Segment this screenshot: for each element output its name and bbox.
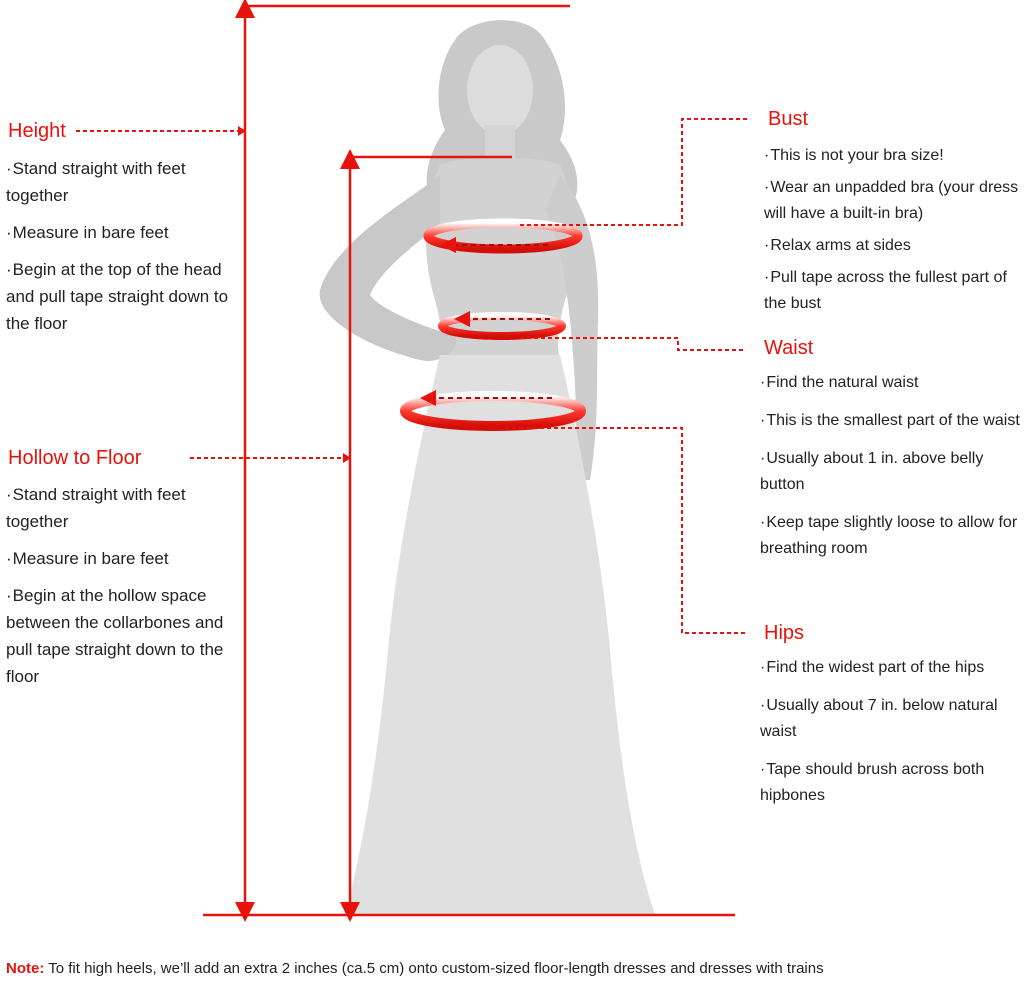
hollow-pointer: [343, 453, 351, 463]
list-item: ·Begin at the hollow space between the c…: [6, 586, 224, 686]
list-item: ·Begin at the top of the head and pull t…: [6, 260, 229, 333]
height-measure-line: [235, 0, 570, 922]
list-item: ·Usually about 7 in. below natural waist: [760, 697, 998, 740]
height-pointer: [238, 126, 246, 136]
height-heading: Height: [8, 120, 66, 142]
list-item: ·Measure in bare feet: [6, 549, 169, 568]
hips-heading: Hips: [764, 622, 805, 644]
hollow-tips: ·Stand straight with feet together ·Meas…: [6, 481, 251, 700]
list-item: ·Relax arms at sides: [764, 237, 911, 254]
hips-band: [400, 391, 586, 431]
tape-bands: [400, 218, 586, 431]
bust-heading: Bust: [768, 108, 809, 130]
list-item: ·This is the smallest part of the waist: [760, 412, 1020, 429]
list-item: ·Stand straight with feet together: [6, 485, 186, 531]
footer-note: Note: To fit high heels, we’ll add an ex…: [6, 960, 1032, 977]
list-item: ·Tape should brush across both hipbones: [760, 761, 985, 804]
waist-tips: ·Find the natural waist ·This is the sma…: [760, 370, 1032, 574]
hollow-measure-line: [340, 149, 512, 922]
list-item: ·Usually about 1 in. above belly button: [760, 450, 984, 493]
woman-silhouette: [319, 20, 655, 915]
bust-tips: ·This is not your bra size! ·Wear an unp…: [764, 143, 1032, 323]
list-item: ·Pull tape across the fullest part of th…: [764, 269, 1007, 312]
list-item: ·Stand straight with feet together: [6, 159, 186, 205]
hollow-to-floor-heading: Hollow to Floor: [8, 447, 142, 469]
list-item: ·Wear an unpadded bra (your dress will h…: [764, 179, 1019, 222]
bust-band: [423, 218, 583, 254]
note-text: To fit high heels, we’ll add an extra 2 …: [44, 960, 824, 977]
list-item: ·Find the widest part of the hips: [760, 659, 985, 676]
waist-heading: Waist: [764, 337, 814, 359]
hips-tips: ·Find the widest part of the hips ·Usual…: [760, 655, 1032, 821]
leader-lines: [76, 118, 750, 634]
list-item: ·Find the natural waist: [760, 374, 919, 391]
waist-band: [438, 312, 566, 340]
list-item: ·This is not your bra size!: [764, 147, 944, 164]
list-item: ·Keep tape slightly loose to allow for b…: [760, 514, 1018, 557]
height-tips: ·Stand straight with feet together ·Meas…: [6, 155, 251, 347]
note-label: Note:: [6, 960, 45, 977]
list-item: ·Measure in bare feet: [6, 223, 169, 242]
